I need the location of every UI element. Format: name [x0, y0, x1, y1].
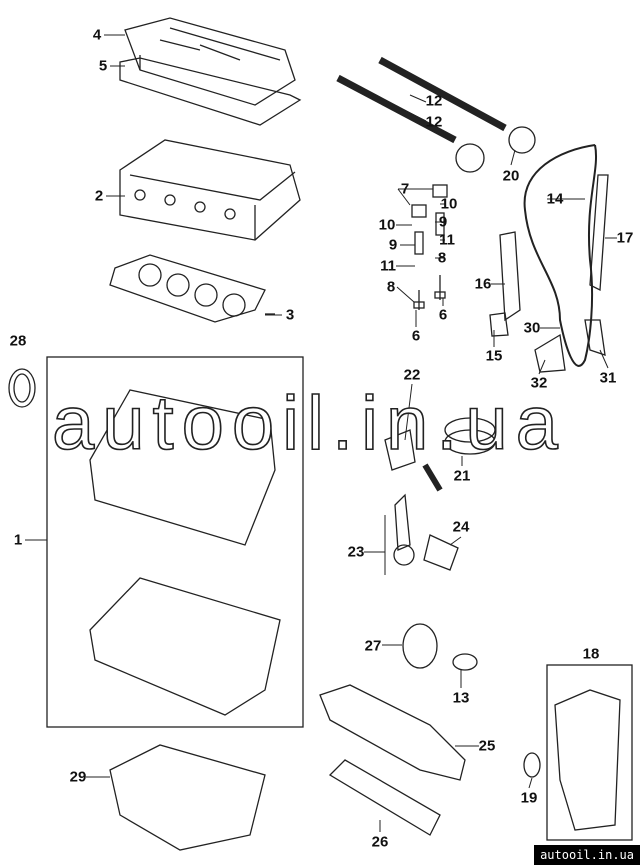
- callout-11: 11: [439, 231, 455, 249]
- callout-9: 9: [388, 236, 398, 254]
- timing-cover-box: [546, 664, 633, 841]
- engine-block-box: [46, 356, 304, 728]
- callout-11: 11: [380, 257, 396, 275]
- callout-30: 30: [523, 319, 541, 337]
- leader-lines: [25, 34, 617, 832]
- callout-21: 21: [453, 467, 471, 485]
- watermark: autooil.in.ua: [51, 381, 566, 466]
- callout-8: 8: [437, 249, 447, 267]
- piston: [384, 429, 416, 471]
- callout-24: 24: [452, 518, 470, 536]
- camshafts: [336, 56, 536, 173]
- lower-crankcase: [89, 577, 281, 716]
- callout-6: 6: [411, 327, 421, 345]
- callout-14: 14: [546, 190, 564, 208]
- callout-16: 16: [474, 275, 492, 293]
- callout-20: 20: [502, 167, 520, 185]
- callout-15: 15: [485, 347, 503, 365]
- callout-9: 9: [438, 213, 448, 231]
- callout-29: 29: [69, 768, 87, 786]
- callout-28: 28: [9, 332, 27, 350]
- rod-bearings: [423, 534, 459, 571]
- callout-1: 1: [13, 531, 23, 549]
- timing-cover: [554, 689, 621, 831]
- valve-train: [411, 184, 448, 310]
- timing-chain: [489, 144, 609, 373]
- callout-13: 13: [452, 689, 470, 707]
- callout-12: 12: [425, 92, 443, 110]
- oil-pan: [109, 744, 266, 851]
- callout-32: 32: [530, 374, 548, 392]
- callout-10: 10: [378, 216, 396, 234]
- valve-cover: [119, 17, 302, 126]
- callout-12: 12: [425, 113, 443, 131]
- callout-27: 27: [364, 637, 382, 655]
- footer-badge: autooil.in.ua: [534, 845, 640, 865]
- callout-4: 4: [92, 26, 102, 44]
- connecting-rod: [394, 493, 411, 551]
- callout-2: 2: [94, 187, 104, 205]
- seal-19: [523, 752, 541, 778]
- callout-18: 18: [582, 645, 600, 663]
- callout-26: 26: [371, 833, 389, 851]
- crankshaft: [319, 684, 466, 781]
- damper-pulley: [402, 623, 438, 669]
- callout-10: 10: [440, 195, 458, 213]
- sprocket: [452, 653, 478, 671]
- callout-17: 17: [616, 229, 634, 247]
- callout-8: 8: [386, 278, 396, 296]
- callout-5: 5: [98, 57, 108, 75]
- callout-22: 22: [403, 366, 421, 384]
- callout-6: 6: [438, 306, 448, 324]
- main-bearings: [328, 759, 441, 836]
- callout-7: 7: [400, 180, 410, 198]
- cylinder-head: [119, 139, 301, 241]
- piston-rings: [444, 417, 496, 443]
- callout-19: 19: [520, 789, 538, 807]
- callout-31: 31: [599, 369, 617, 387]
- callout-3: 3: [285, 306, 295, 324]
- head-gasket: [109, 254, 275, 323]
- seal-28: [8, 368, 36, 408]
- callout-25: 25: [478, 737, 496, 755]
- callout-23: 23: [347, 543, 365, 561]
- engine-block: [89, 389, 276, 546]
